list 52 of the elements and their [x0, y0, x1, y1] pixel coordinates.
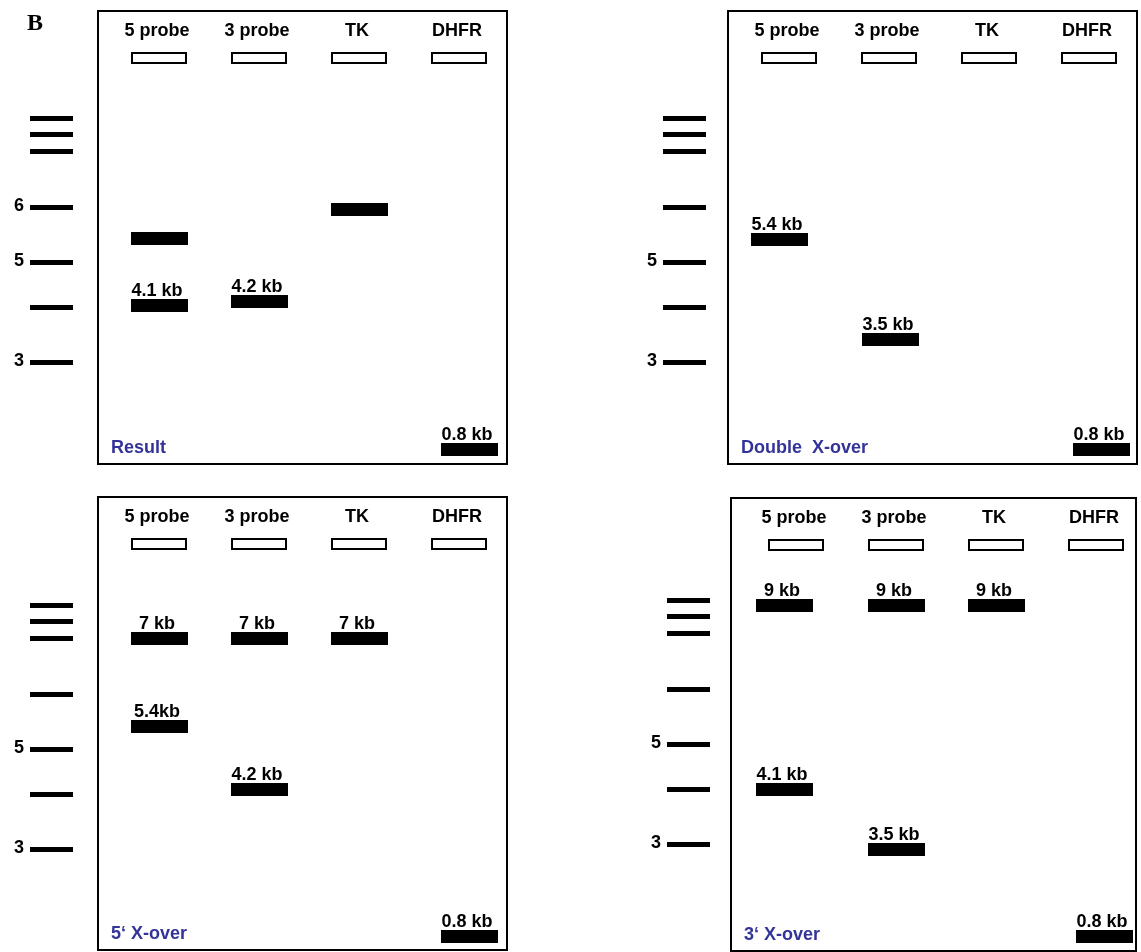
lane-label: DHFR [432, 506, 482, 526]
lane-label: 5 probe [124, 20, 190, 40]
lane-label: DHFR [1069, 507, 1119, 527]
lane-label: TK [975, 20, 999, 40]
band-label: 0.8 kb [441, 424, 493, 444]
lane-label: 5 probe [124, 506, 190, 526]
lane-label: TK [345, 20, 369, 40]
band-label: 3.5 kb [868, 824, 920, 844]
size-label: 5 [14, 737, 24, 757]
lane-label: DHFR [1062, 20, 1112, 40]
lane-label: 5 probe [754, 20, 820, 40]
band-label: 7 kb [339, 613, 376, 633]
panel-title: Double X-over [741, 437, 869, 457]
gel-panel [97, 496, 508, 951]
band-label: 7 kb [139, 613, 176, 633]
gel-panel [727, 10, 1138, 465]
size-label: 6 [14, 195, 24, 215]
band-label: 0.8 kb [1073, 424, 1125, 444]
band-label: 4.1 kb [131, 280, 183, 300]
band-label: 9 kb [876, 580, 913, 600]
gel-panel [730, 497, 1137, 952]
lane-label: 3 probe [861, 507, 927, 527]
band-label: 4.2 kb [231, 764, 283, 784]
lane-label: 3 probe [224, 506, 290, 526]
size-label: 3 [14, 350, 24, 370]
band-label: 5.4 kb [751, 214, 803, 234]
band-label: 4.1 kb [756, 764, 808, 784]
lane-label: 3 probe [854, 20, 920, 40]
panel-title: Result [111, 437, 166, 457]
band-label: 0.8 kb [441, 911, 493, 931]
band-label: 0.8 kb [1076, 911, 1128, 931]
size-label: 3 [14, 837, 24, 857]
band-label: 9 kb [976, 580, 1013, 600]
size-label: 5 [14, 250, 24, 270]
lane-label: TK [982, 507, 1006, 527]
size-label: 3 [647, 350, 657, 370]
size-label: 5 [647, 250, 657, 270]
band-label: 3.5 kb [862, 314, 914, 334]
size-label: 5 [651, 732, 661, 752]
band-label: 4.2 kb [231, 276, 283, 296]
band-label: 9 kb [764, 580, 801, 600]
lane-label: TK [345, 506, 369, 526]
gel-panel [97, 10, 508, 465]
panel-title: 5‘ X-over [111, 923, 188, 943]
panel-letter: B [27, 8, 43, 36]
panel-title: 3‘ X-over [744, 924, 821, 944]
band-label: 5.4kb [134, 701, 181, 721]
band-label: 7 kb [239, 613, 276, 633]
lane-label: DHFR [432, 20, 482, 40]
lane-label: 3 probe [224, 20, 290, 40]
size-label: 3 [651, 832, 661, 852]
lane-label: 5 probe [761, 507, 827, 527]
